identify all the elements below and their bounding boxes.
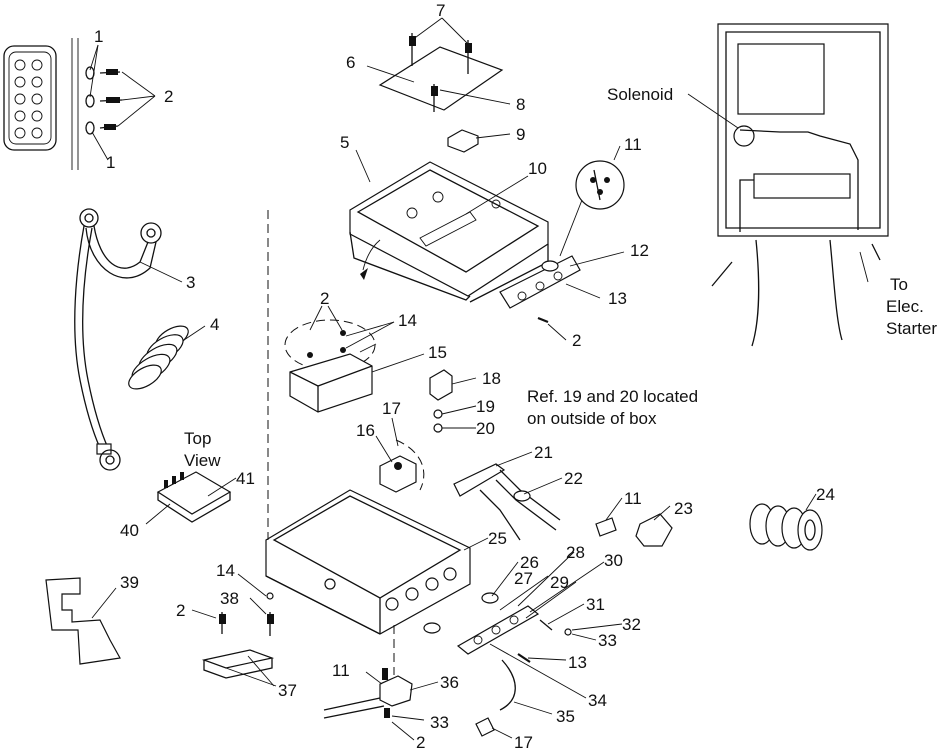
top-view-line2: View	[184, 451, 221, 470]
callout-labels: 1 2 1 3 4 5 6 7 8 9 10 11 12 13 2 2 14 1…	[94, 1, 835, 750]
callout: 20	[476, 419, 495, 438]
plug-cap	[595, 513, 673, 547]
callout: 9	[516, 125, 525, 144]
callout: 36	[440, 673, 459, 692]
callout: 27	[514, 569, 533, 588]
leader-lines	[89, 17, 869, 741]
callout: 2	[572, 331, 581, 350]
box-body	[265, 210, 471, 675]
terminal-strip-detail	[3, 38, 123, 170]
circuit-board	[156, 471, 232, 523]
callout: 2	[176, 601, 185, 620]
callout: 31	[586, 595, 605, 614]
callout: 11	[624, 135, 642, 154]
callout: 33	[430, 713, 449, 732]
ref-note-line2: on outside of box	[527, 409, 657, 428]
callout: 11	[624, 489, 642, 508]
callout: 7	[436, 1, 445, 20]
callout: 18	[482, 369, 501, 388]
callout: 1	[94, 27, 103, 46]
callout: 28	[566, 543, 585, 562]
callout: 4	[210, 315, 219, 334]
receptacle-bracket	[499, 255, 581, 324]
callout: 2	[164, 87, 173, 106]
lower-tab	[323, 668, 413, 719]
callout: 2	[416, 733, 425, 750]
callout: 21	[534, 443, 553, 462]
callout: 13	[568, 653, 587, 672]
grommet-boot	[749, 503, 823, 551]
callout: 1	[106, 153, 115, 172]
angle-bracket	[45, 577, 121, 665]
callout: 11	[332, 661, 350, 680]
callout: 40	[120, 521, 139, 540]
callout: 26	[520, 553, 539, 572]
callout: 17	[382, 399, 401, 418]
callout: 6	[346, 53, 355, 72]
callout: 8	[516, 95, 525, 114]
callout: 16	[356, 421, 375, 440]
battery-cable	[74, 208, 162, 471]
callout: 5	[340, 133, 349, 152]
ref-note-line1: Ref. 19 and 20 located	[527, 387, 698, 406]
connector-face	[575, 160, 625, 210]
callout: 32	[622, 615, 641, 634]
starter-label-line2: Elec.	[886, 297, 924, 316]
callout: 17	[514, 733, 533, 750]
callout: 19	[476, 397, 495, 416]
callout: 37	[278, 681, 297, 700]
top-view-line1: Top	[184, 429, 211, 448]
callout: 25	[488, 529, 507, 548]
callout: 12	[630, 241, 649, 260]
callout: 2	[320, 289, 329, 308]
wire-harness	[453, 463, 561, 541]
callout: 14	[398, 311, 417, 330]
small-parts	[379, 369, 453, 493]
reference-box-view	[711, 23, 889, 347]
starter-label-line1: To	[890, 275, 908, 294]
callout: 13	[608, 289, 627, 308]
callout: 33	[598, 631, 617, 650]
callout: 24	[816, 485, 835, 504]
mount-plate	[378, 33, 504, 153]
notes: Solenoid To Elec. Starter Ref. 19 and 20…	[184, 85, 937, 470]
starter-label-line3: Starter	[886, 319, 937, 338]
callout: 29	[550, 573, 569, 592]
bottom-plate	[201, 592, 275, 679]
callout: 14	[216, 561, 235, 580]
solenoid-label: Solenoid	[607, 85, 673, 104]
callout: 22	[564, 469, 583, 488]
terminal-plate	[423, 592, 572, 663]
box-cover	[349, 161, 549, 303]
callout: 23	[674, 499, 693, 518]
callout: 38	[220, 589, 239, 608]
callout: 41	[236, 469, 255, 488]
callout: 34	[588, 691, 607, 710]
lead-wire	[475, 659, 516, 737]
callout: 10	[528, 159, 547, 178]
callout: 39	[120, 573, 139, 592]
rubber-boot	[128, 325, 189, 390]
callout: 15	[428, 343, 447, 362]
callout: 30	[604, 551, 623, 570]
relay-module	[289, 343, 377, 413]
callout: 3	[186, 273, 195, 292]
callout: 35	[556, 707, 575, 726]
